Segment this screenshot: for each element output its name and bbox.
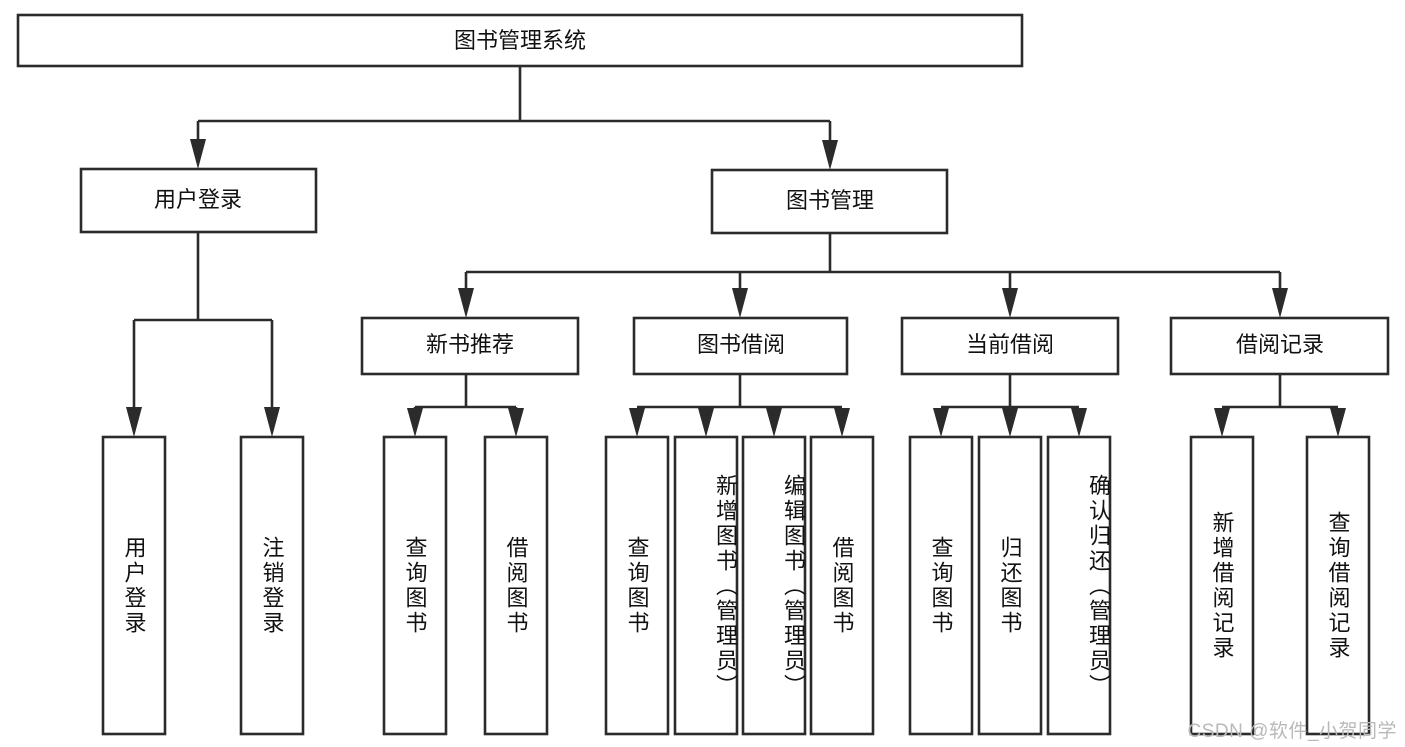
arrow-to-leaf-add-record: [1214, 408, 1230, 437]
node-box-leaf-edit-book[interactable]: [741, 435, 807, 736]
arrow-to-leaf-query-book-2: [629, 408, 645, 437]
arrow-to-leaf-confirm-return: [1071, 408, 1087, 437]
arrow-to-borrow-record: [1272, 288, 1288, 318]
edge-group-newbookrec-to-leaves: [407, 374, 524, 437]
node-label-book-manage: 图书管理: [786, 188, 874, 213]
arrow-to-book-borrow: [732, 288, 748, 318]
node-box-leaf-query-book-1[interactable]: [382, 435, 448, 736]
arrow-to-leaf-borrow-book-2: [834, 408, 850, 437]
arrow-to-leaf-logout: [264, 407, 280, 437]
node-label-user-login: 用户登录: [154, 187, 242, 212]
edge-group-userlogin-to-leaves: [126, 232, 280, 437]
edge-group-bookmanage-to-level3: [458, 233, 1288, 318]
node-label-new-book-rec: 新书推荐: [426, 332, 514, 357]
node-label-root: 图书管理系统: [454, 28, 586, 53]
node-label-borrow-record: 借阅记录: [1236, 332, 1324, 357]
node-box-leaf-add-book[interactable]: [673, 435, 739, 736]
arrow-to-user-login: [190, 139, 206, 169]
csdn-watermark: CSDN @软件_小贺同学: [1187, 721, 1397, 742]
node-box-leaf-borrow-book-1[interactable]: [483, 435, 549, 736]
node-box-leaf-return-book[interactable]: [977, 435, 1043, 736]
node-box-leaf-query-record[interactable]: [1305, 435, 1371, 736]
arrow-to-new-book-rec: [458, 288, 474, 318]
node-box-leaf-query-book-2[interactable]: [604, 435, 670, 736]
node-box-book-manage[interactable]: [710, 168, 949, 235]
arrow-to-current-borrow: [1002, 288, 1018, 318]
arrow-to-leaf-query-book-1: [407, 408, 423, 437]
node-box-new-book-rec[interactable]: [360, 316, 580, 376]
node-box-root[interactable]: [16, 13, 1024, 68]
node-label-book-borrow: 图书借阅: [697, 332, 785, 357]
arrow-to-leaf-user-login: [126, 407, 142, 437]
node-label-current-borrow: 当前借阅: [966, 332, 1054, 357]
arrow-to-leaf-return-book: [1002, 408, 1018, 437]
arrow-to-book-manage: [822, 140, 838, 170]
node-box-leaf-borrow-book-2[interactable]: [809, 435, 875, 736]
node-box-leaf-add-record[interactable]: [1189, 435, 1255, 736]
edge-group-bookborrow-to-leaves: [629, 374, 850, 437]
node-box-book-borrow[interactable]: [632, 316, 849, 376]
edge-group-borrowrecord-to-leaves: [1214, 374, 1346, 437]
arrow-to-leaf-query-book-3: [933, 408, 949, 437]
node-box-leaf-user-login[interactable]: [101, 435, 167, 736]
arrow-to-leaf-borrow-book-1: [508, 408, 524, 437]
node-box-borrow-record[interactable]: [1169, 316, 1390, 376]
node-box-user-login[interactable]: [79, 167, 318, 234]
arrow-to-leaf-query-record: [1330, 408, 1346, 437]
edge-group-root-to-level2: [190, 66, 838, 170]
edge-group-currentborrow-to-leaves: [933, 374, 1087, 437]
arrow-to-leaf-add-book: [698, 408, 714, 437]
node-box-leaf-logout[interactable]: [239, 435, 305, 736]
node-box-leaf-query-book-3[interactable]: [908, 435, 974, 736]
node-box-current-borrow[interactable]: [900, 316, 1120, 376]
arrow-to-leaf-edit-book: [766, 408, 782, 437]
node-box-leaf-confirm-return[interactable]: [1046, 435, 1112, 736]
